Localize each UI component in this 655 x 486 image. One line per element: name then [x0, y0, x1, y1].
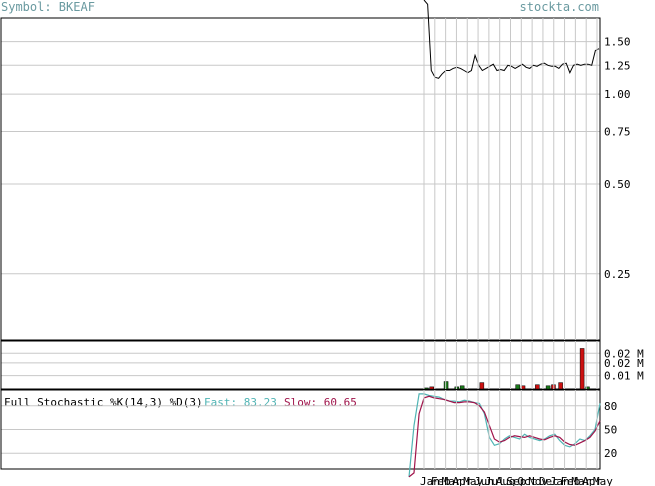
volume-bar	[515, 384, 520, 390]
month-tick-label: Apr	[582, 475, 602, 486]
month-tick-label: Mar	[571, 475, 591, 486]
stochastic-tick-label: 80	[604, 400, 617, 413]
month-tick-label: Jun	[474, 475, 494, 486]
month-tick-label: Feb	[561, 475, 581, 486]
volume-bar	[558, 382, 563, 390]
month-tick-label: Feb	[431, 475, 451, 486]
volume-bar	[585, 386, 590, 390]
stochastic-tick-label: 50	[604, 424, 617, 437]
volume-tick-label: 0.01 M	[604, 370, 644, 383]
month-tick-label: Jan	[550, 475, 570, 486]
volume-tick-label: 0.02 M	[604, 357, 644, 370]
stochastic-fast-label: Fast: 83.23	[204, 396, 277, 409]
volume-bar	[429, 386, 434, 390]
volume-bar	[535, 384, 540, 390]
month-tick-label: Apr	[452, 475, 472, 486]
month-tick-label: May	[593, 475, 613, 486]
volume-bar	[459, 385, 465, 390]
month-tick-label: May	[463, 475, 483, 486]
month-tick-label: Mar	[442, 475, 462, 486]
stochastic-frame	[0, 389, 601, 470]
price-tick-label: 1.25	[604, 59, 631, 72]
volume-bar	[479, 382, 485, 390]
price-frame	[0, 17, 601, 341]
price-tick-label: 1.00	[604, 88, 631, 101]
stochastic-tick-label: 20	[604, 447, 617, 460]
volume-tick-label: 0.02 M	[604, 347, 644, 360]
site-label: stockta.com	[520, 0, 599, 14]
month-tick-label: Nov	[528, 475, 548, 486]
price-panel: 1.50 1.25 1.00 0.75 0.50 0.25	[0, 0, 631, 341]
volume-panel: 0.02 M0.02 M0.01 M	[0, 340, 644, 390]
price-tick-label: 0.25	[604, 268, 631, 281]
price-tick-label: 1.50	[604, 36, 631, 49]
month-tick-label: Jan	[420, 475, 440, 486]
stochastic-slow-line	[408, 395, 601, 478]
volume-bar	[579, 348, 585, 390]
price-tick-label: 0.50	[604, 178, 631, 191]
price-line	[423, 0, 600, 79]
month-axis: JanFebMarAprMayJunJulAugSepOctNovDecJanF…	[420, 18, 613, 486]
month-tick-label: Jul	[485, 475, 505, 486]
volume-frame	[0, 340, 601, 390]
volume-bar	[424, 387, 429, 390]
stochastic-panel: Full Stochastic %K(14,3) %D(3) Fast: 83.…	[0, 389, 617, 478]
month-tick-label: Oct	[517, 475, 537, 486]
month-tick-label: Aug	[496, 475, 516, 486]
stochastic-title: Full Stochastic %K(14,3) %D(3)	[4, 396, 203, 409]
month-tick-label: Sep	[507, 475, 527, 486]
stochastic-fast-line	[408, 393, 601, 477]
stochastic-slow-label: Slow: 60.65	[284, 396, 357, 409]
volume-bar	[545, 385, 551, 390]
symbol-label: Symbol: BKEAF	[1, 0, 95, 14]
price-tick-label: 0.75	[604, 125, 631, 138]
month-tick-label: Dec	[539, 475, 559, 486]
